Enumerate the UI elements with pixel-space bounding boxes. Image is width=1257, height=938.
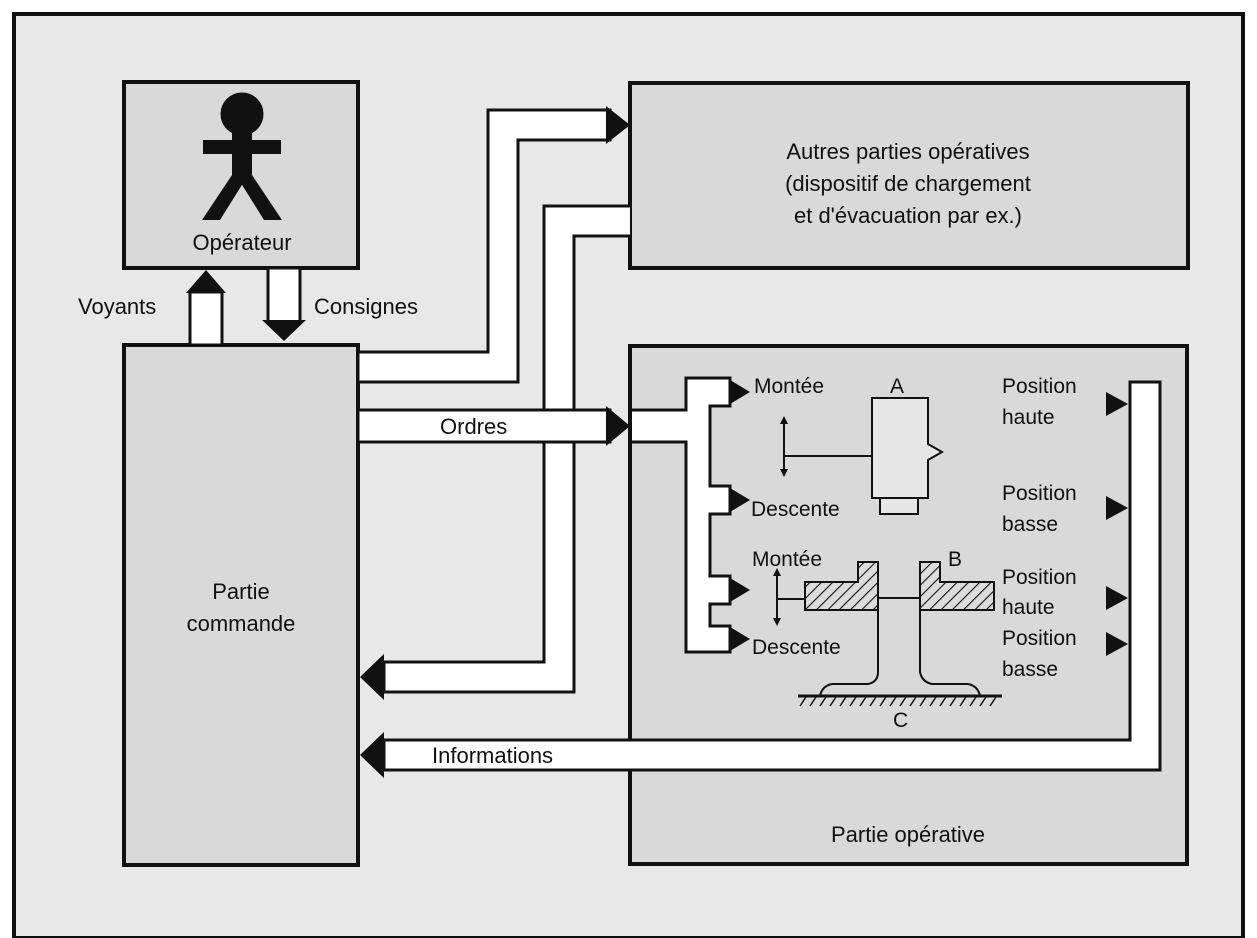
info-from-other-parts-arrowhead xyxy=(360,654,384,700)
sensor-a-high-line2: haute xyxy=(1002,406,1055,429)
lights-arrow xyxy=(186,270,226,347)
actuator-b-down-label: Descente xyxy=(752,636,841,659)
instructions-arrow xyxy=(262,266,306,341)
control-part-label-line2: commande xyxy=(187,611,296,636)
operator-icon xyxy=(202,92,282,220)
actuator-b-up-label: Montée xyxy=(752,548,822,571)
support-c xyxy=(798,610,1002,707)
order-arrowheads xyxy=(730,380,750,651)
other-parts-label-line2: (dispositif de chargement xyxy=(785,171,1031,196)
information-arrowhead xyxy=(360,732,384,778)
sensor-b-high-line1: Position xyxy=(1002,566,1077,589)
actuator-b xyxy=(773,561,995,626)
actuator-a-up-label: Montée xyxy=(754,375,824,398)
orders-arrowhead xyxy=(606,406,630,446)
operator-label: Opérateur xyxy=(192,230,291,255)
support-c-label: C xyxy=(893,709,908,732)
actuator-b-label: B xyxy=(948,548,962,571)
actuator-a-down-label: Descente xyxy=(751,498,840,521)
instructions-label: Consignes xyxy=(314,294,418,319)
operative-part-label: Partie opérative xyxy=(831,822,985,847)
orders-label: Ordres xyxy=(440,414,507,439)
other-parts-box xyxy=(628,81,1190,270)
sensor-b-high-line2: haute xyxy=(1002,596,1055,619)
other-parts-label-line3: et d'évacuation par ex.) xyxy=(794,203,1022,228)
sensor-a-low-line1: Position xyxy=(1002,482,1077,505)
sensor-a-low-line2: basse xyxy=(1002,513,1058,536)
actuator-a-label: A xyxy=(890,375,904,398)
control-part-box xyxy=(122,343,360,867)
sensor-arrowheads xyxy=(1106,392,1128,656)
sensor-b-low-line2: basse xyxy=(1002,658,1058,681)
sensor-b-low-line1: Position xyxy=(1002,627,1077,650)
actuator-a xyxy=(780,397,945,515)
information-label: Informations xyxy=(432,743,553,768)
other-parts-label-line1: Autres parties opératives xyxy=(786,139,1029,164)
lights-label: Voyants xyxy=(78,294,156,319)
orders-to-other-parts-arrowhead xyxy=(606,106,630,144)
control-part-label-line1: Partie xyxy=(212,579,269,604)
sensor-a-high-line1: Position xyxy=(1002,375,1077,398)
